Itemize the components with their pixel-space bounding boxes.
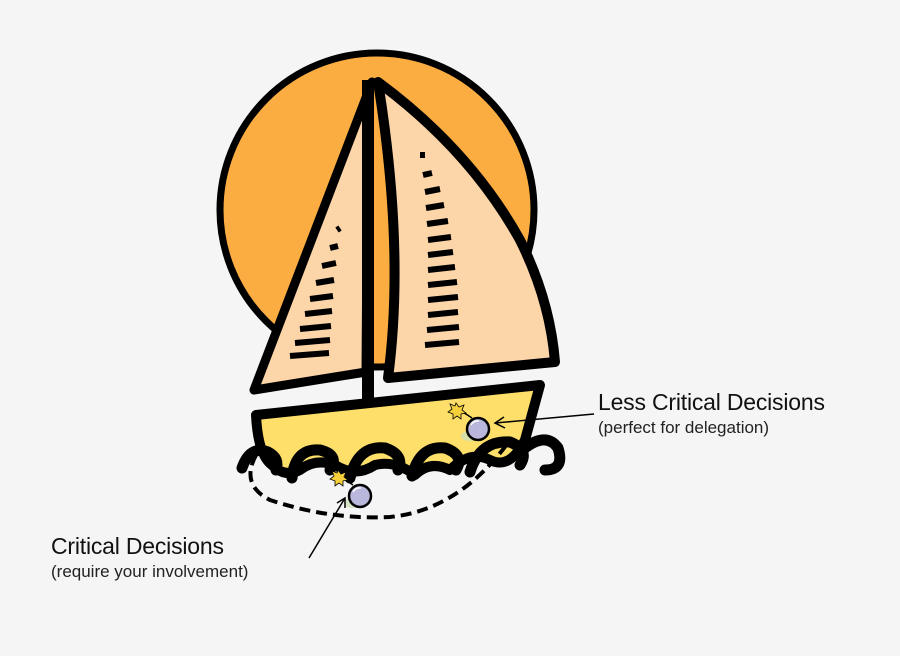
less-critical-title: Less Critical Decisions [598, 389, 825, 415]
critical-subtitle: (require your involvement) [51, 562, 249, 581]
critical-annotation: Critical Decisions (require your involve… [51, 533, 248, 582]
arrow-to-water-bomb [308, 496, 346, 559]
less-critical-subtitle: (perfect for delegation) [598, 418, 770, 437]
bomb-icon [329, 469, 373, 509]
mast [362, 80, 374, 420]
left-sail-stripes [289, 225, 342, 359]
right-sail-stripes [420, 152, 460, 348]
dashed-route [248, 438, 512, 520]
bomb-icon [447, 402, 491, 442]
critical-title: Critical Decisions [51, 533, 224, 559]
waves [236, 434, 566, 484]
arrow-to-hull-bomb [493, 413, 595, 429]
less-critical-annotation: Less Critical Decisions (perfect for del… [598, 389, 825, 438]
